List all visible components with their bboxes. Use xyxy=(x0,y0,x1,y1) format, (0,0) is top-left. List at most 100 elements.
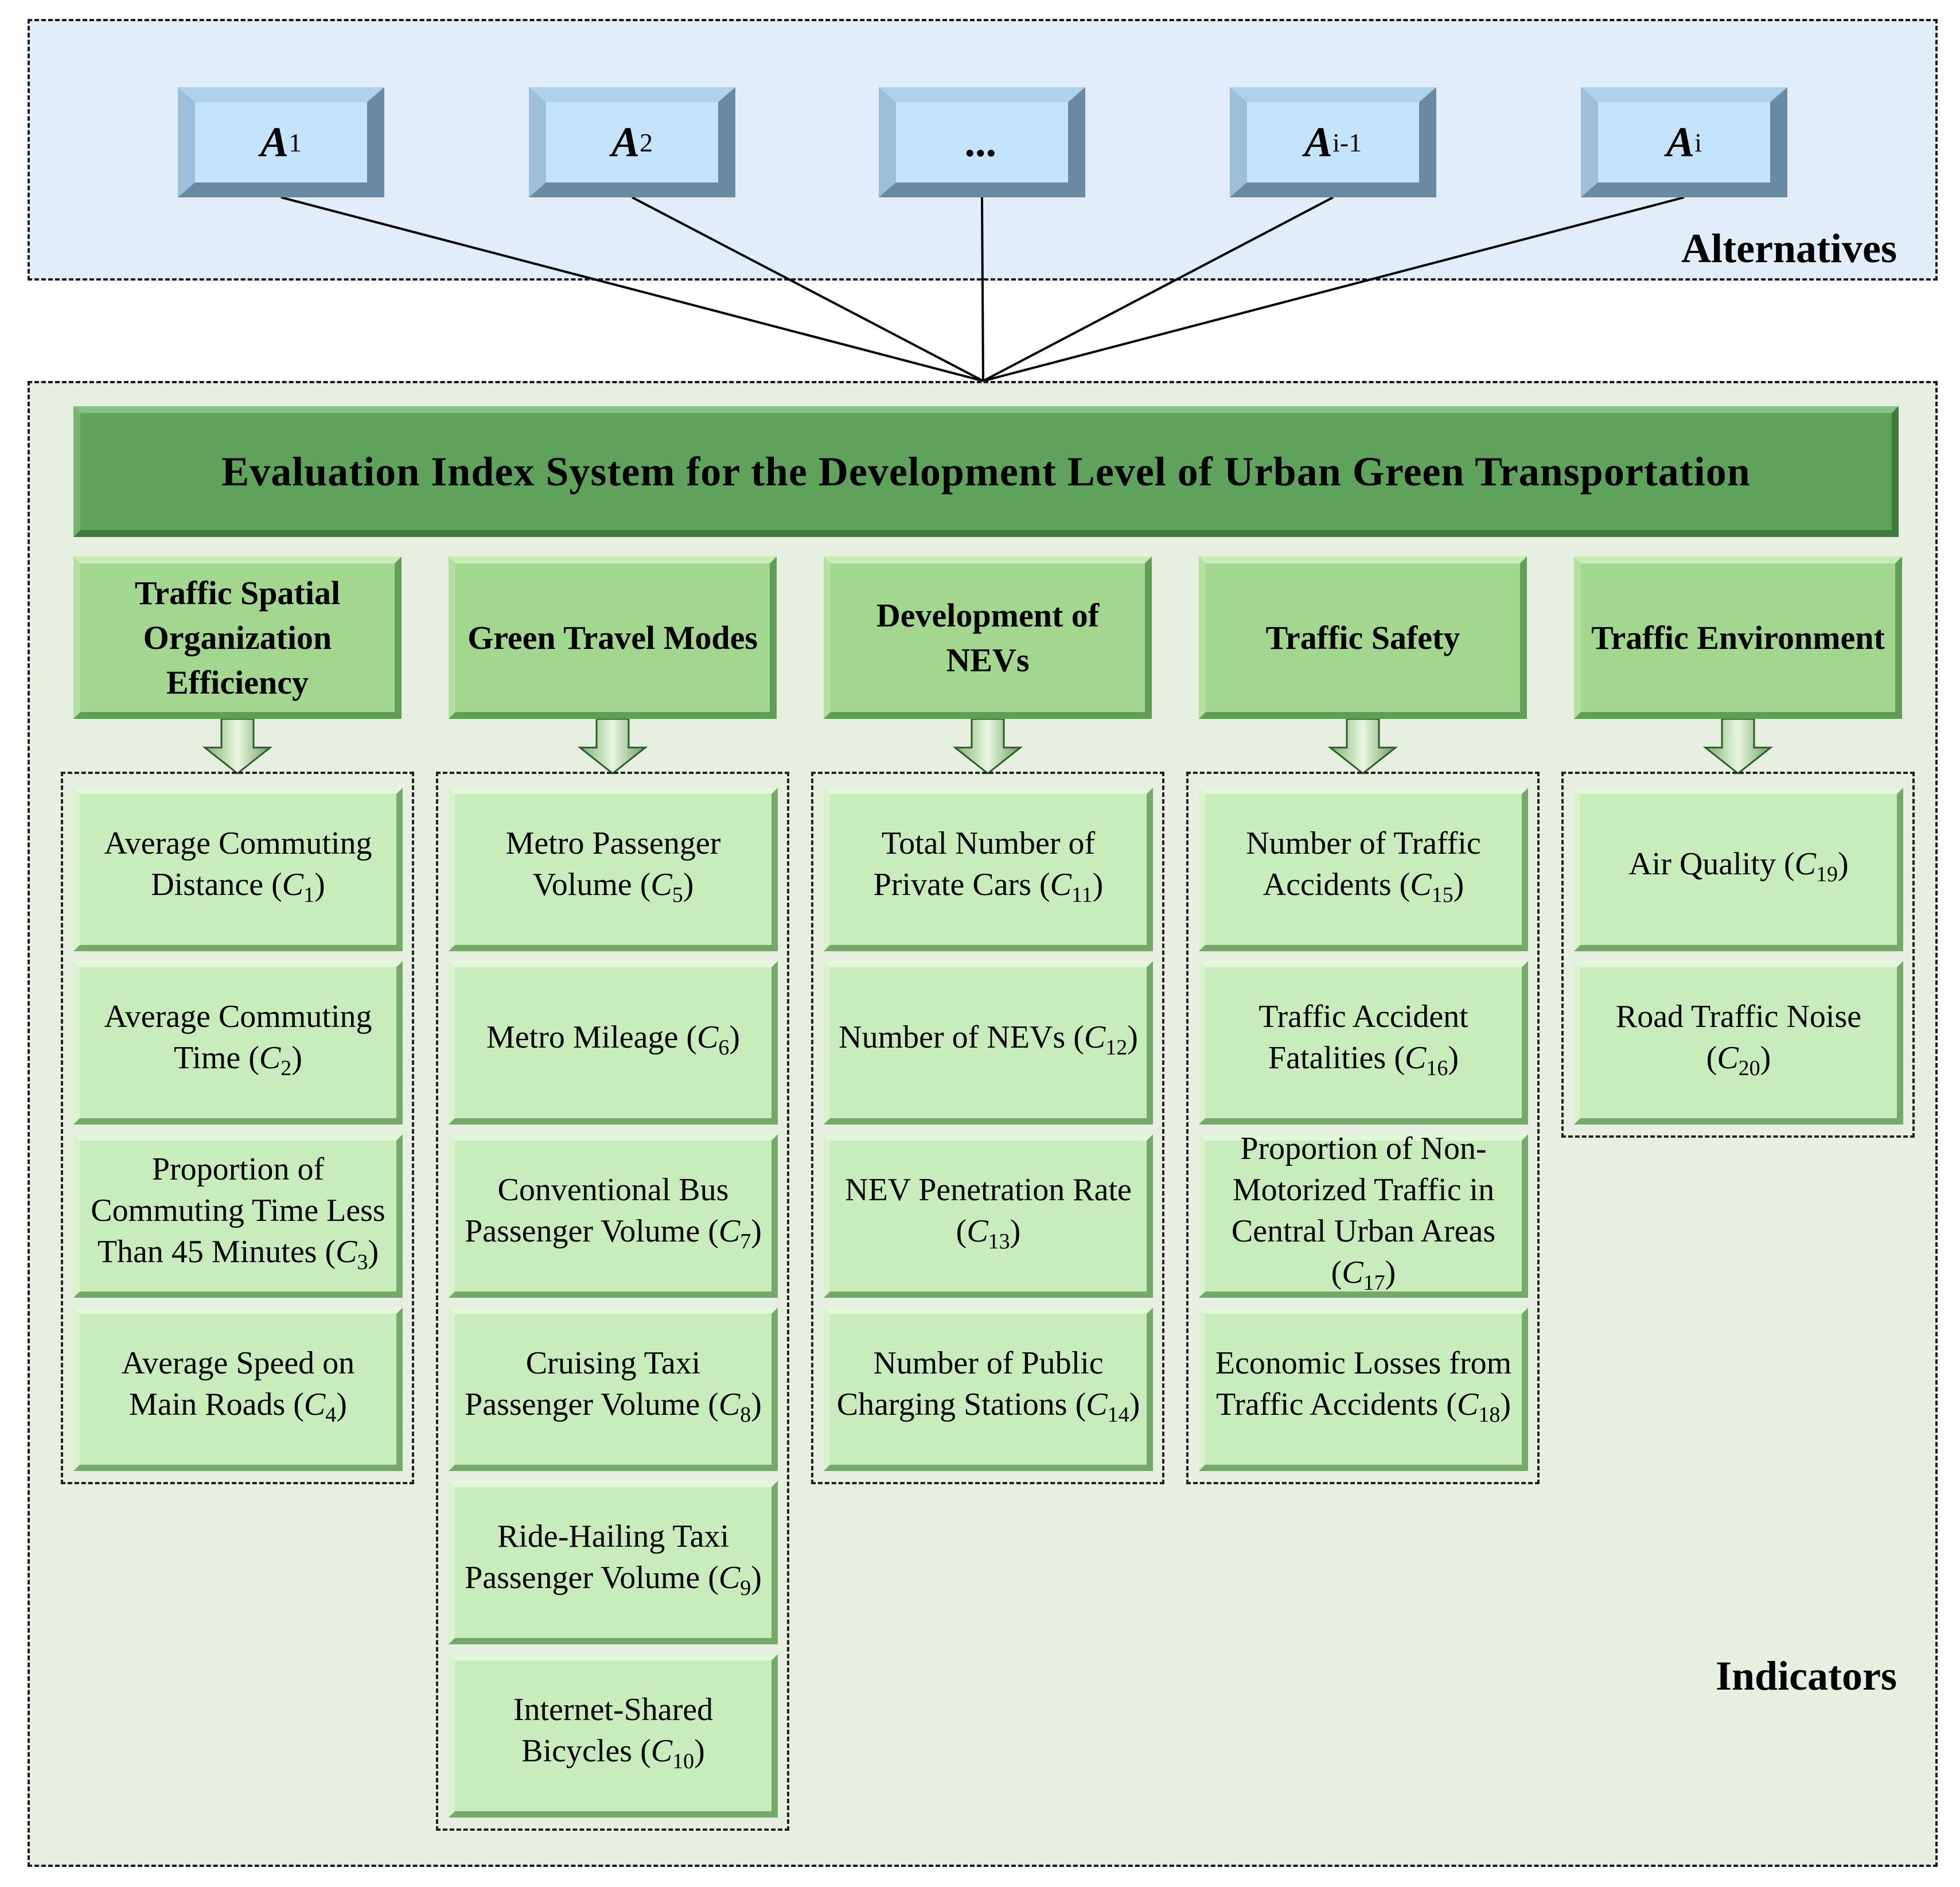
indicator-label: Cruising Taxi Passenger Volume xyxy=(465,1345,701,1423)
indicator-label: Proportion of Commuting Time Less Than 4… xyxy=(91,1151,385,1270)
indicator-label: Average Speed on Main Roads xyxy=(121,1345,355,1423)
indicator-code: 14 xyxy=(1107,1403,1129,1427)
indicator-label: Road Traffic Noise xyxy=(1615,999,1862,1035)
indicator-group-frame xyxy=(811,772,1164,1484)
indicator-code: 5 xyxy=(672,883,683,908)
indicators-label: Indicators xyxy=(1715,1653,1897,1699)
indicator-label: Number of NEVs xyxy=(839,1020,1066,1056)
indicator-box: Cruising Taxi Passenger Volume (C8) xyxy=(449,1308,778,1471)
indicator-code: 8 xyxy=(740,1403,751,1427)
indicator-box: Total Number of Private Cars (C11) xyxy=(824,788,1153,951)
category-box: Traffic Environment xyxy=(1574,557,1902,719)
indicator-code: 12 xyxy=(1105,1036,1128,1060)
connector-line xyxy=(981,197,984,382)
indicator-box: Average Commuting Time (C2) xyxy=(73,961,403,1125)
category-title: Green Travel Modes xyxy=(467,618,758,656)
indicator-box: Road Traffic Noise (C20) xyxy=(1574,961,1903,1125)
indicator-code: 13 xyxy=(988,1230,1010,1254)
alternative-subscript: i xyxy=(1694,127,1702,157)
indicator-code: 11 xyxy=(1071,883,1093,908)
indicator-label: Total Number of Private Cars xyxy=(873,826,1096,903)
indicator-label: NEV Penetration Rate xyxy=(845,1172,1132,1208)
indicator-box: Proportion of Commuting Time Less Than 4… xyxy=(73,1134,403,1298)
down-arrow-icon xyxy=(952,719,1023,775)
alternative-label: A xyxy=(611,118,640,166)
alternative-label: A xyxy=(1304,118,1333,166)
indicator-label: Metro Mileage xyxy=(486,1020,679,1056)
category-title: Traffic Environment xyxy=(1591,618,1885,656)
category-title: Traffic Spatial Organization Efficiency xyxy=(134,574,341,701)
indicator-label: Average Commuting Distance xyxy=(104,826,372,903)
indicator-code: 15 xyxy=(1431,883,1454,908)
indicator-box: Average Speed on Main Roads (C4) xyxy=(73,1308,403,1471)
indicator-label: Proportion of Non-Motorized Traffic in C… xyxy=(1231,1131,1496,1250)
indicator-code: 7 xyxy=(740,1230,751,1254)
indicator-code: 16 xyxy=(1426,1056,1448,1081)
alternative-label: A xyxy=(1666,118,1695,166)
indicator-box: Air Quality (C19) xyxy=(1574,788,1903,951)
down-arrow-icon xyxy=(202,719,273,775)
category-box: Development of NEVs xyxy=(824,557,1152,719)
alternative-label: A xyxy=(260,118,289,166)
alternatives-label: Alternatives xyxy=(1681,225,1897,271)
indicator-box: Number of Public Charging Stations (C14) xyxy=(824,1308,1153,1471)
indicator-box: NEV Penetration Rate (C13) xyxy=(824,1134,1153,1298)
indicator-box: Proportion of Non-Motorized Traffic in C… xyxy=(1199,1131,1528,1298)
indicator-group-frame xyxy=(1186,772,1540,1484)
indicator-box: Traffic Accident Fatalities (C16) xyxy=(1199,961,1528,1125)
indicator-code: 6 xyxy=(718,1036,730,1060)
indicator-label: Average Commuting Time xyxy=(104,999,372,1076)
indicator-code: 19 xyxy=(1815,862,1838,887)
indicator-box: Conventional Bus Passenger Volume (C7) xyxy=(449,1134,778,1298)
indicator-label: Number of Traffic Accidents xyxy=(1246,826,1481,903)
indicator-box: Number of NEVs (C12) xyxy=(824,961,1153,1125)
indicator-group-frame xyxy=(1561,772,1915,1138)
indicator-box: Ride-Hailing Taxi Passenger Volume (C9) xyxy=(449,1481,778,1644)
index-system-title: Evaluation Index System for the Developm… xyxy=(73,406,1899,537)
indicator-label: Number of Public Charging Stations xyxy=(836,1345,1104,1423)
connector-line xyxy=(280,196,984,382)
indicator-box: Metro Mileage (C6) xyxy=(449,961,778,1125)
connector-line xyxy=(983,196,1685,382)
indicator-code: 9 xyxy=(740,1576,751,1601)
alternative-subscript: 2 xyxy=(640,127,653,157)
indicator-box: Average Commuting Distance (C1) xyxy=(73,788,403,951)
indicator-label: Traffic Accident Fatalities xyxy=(1258,999,1468,1076)
category-title: Traffic Safety xyxy=(1265,618,1460,656)
connector-line xyxy=(983,196,1334,382)
category-box: Traffic Spatial Organization Efficiency xyxy=(73,557,402,719)
down-arrow-icon xyxy=(1327,719,1398,775)
connector-line xyxy=(632,196,984,382)
indicator-code: 4 xyxy=(325,1403,337,1427)
indicator-code: 2 xyxy=(280,1056,292,1081)
indicator-group-frame xyxy=(436,772,789,1831)
indicator-box: Metro Passenger Volume (C5) xyxy=(449,788,778,951)
indicator-code: 3 xyxy=(357,1250,368,1275)
indicator-code: 17 xyxy=(1363,1271,1385,1295)
indicator-box: Economic Losses from Traffic Accidents (… xyxy=(1199,1308,1528,1471)
indicator-label: Economic Losses from Traffic Accidents xyxy=(1215,1345,1512,1423)
category-box: Traffic Safety xyxy=(1199,557,1527,719)
indicator-code: 10 xyxy=(672,1749,695,1774)
down-arrow-icon xyxy=(1702,719,1774,775)
indicator-code: 20 xyxy=(1738,1056,1760,1081)
alternative-label: ... xyxy=(966,118,998,166)
alternative-subscript: i-1 xyxy=(1332,127,1362,157)
indicator-group-frame xyxy=(61,772,414,1484)
category-box: Green Travel Modes xyxy=(449,557,777,719)
indicator-label: Ride-Hailing Taxi Passenger Volume xyxy=(465,1519,730,1596)
indicator-label: Air Quality xyxy=(1628,846,1776,882)
down-arrow-icon xyxy=(577,719,648,775)
alternative-subscript: 1 xyxy=(289,127,302,157)
indicator-box: Internet-Shared Bicycles (C10) xyxy=(449,1654,778,1818)
alternative-box: ... xyxy=(879,87,1085,197)
category-title: Development of NEVs xyxy=(876,596,1100,679)
indicator-box: Number of Traffic Accidents (C15) xyxy=(1199,788,1528,951)
indicator-label: Internet-Shared Bicycles xyxy=(513,1692,714,1769)
indicator-code: 1 xyxy=(303,883,315,908)
